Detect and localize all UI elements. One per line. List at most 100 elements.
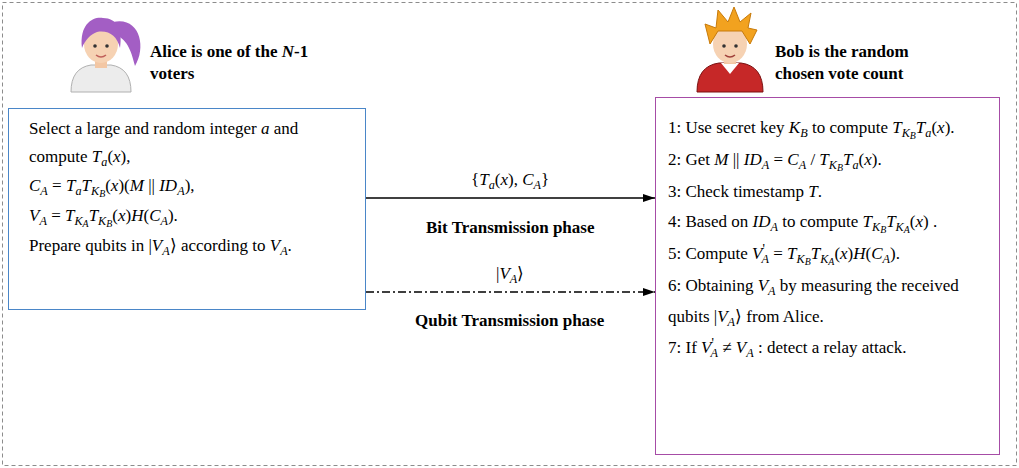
- text-run: =: [769, 244, 787, 263]
- text-run: =: [47, 206, 65, 225]
- text-run: ).: [168, 206, 178, 225]
- text-run: (: [866, 244, 872, 263]
- text-run: T: [787, 244, 796, 263]
- text-run: ⟩ according to: [170, 236, 270, 255]
- text-run: ⟩: [517, 264, 524, 283]
- text-run: ||: [144, 176, 159, 195]
- text-run: V: [499, 264, 509, 283]
- counter-caption: Bob is the random chosen vote count: [775, 41, 943, 85]
- text-run: V: [270, 236, 280, 255]
- text-run: K: [829, 158, 837, 172]
- text-run: K: [797, 252, 805, 266]
- step-text: Select a large and random integer a and …: [29, 115, 353, 172]
- text-run: C: [29, 176, 40, 195]
- text-run: 7: If: [668, 338, 701, 357]
- alice-avatar: [71, 18, 140, 92]
- text-run: T: [89, 206, 98, 225]
- text-run: B: [910, 130, 916, 141]
- text-run: ).: [872, 150, 882, 169]
- text-run: Bob is the random chosen vote count: [775, 42, 909, 83]
- message-label: |VA⟩: [494, 263, 526, 286]
- step-text: 3: Check timestamp T.: [668, 177, 987, 207]
- text-run: a: [852, 158, 858, 172]
- text-run: A: [160, 214, 167, 228]
- text-run: ||: [728, 150, 743, 169]
- text-run: T: [65, 206, 74, 225]
- text-run: ): [848, 244, 854, 263]
- text-run: .: [818, 182, 822, 201]
- text-run: V: [701, 338, 711, 357]
- text-run: }: [541, 170, 549, 189]
- text-run: K: [820, 252, 828, 266]
- text-run: (: [495, 170, 501, 189]
- text-run: A: [828, 256, 834, 267]
- text-run: ): [126, 206, 132, 225]
- step-text: Prepare qubits in |VA⟩ according to VA.: [29, 232, 353, 261]
- text-run: .: [288, 236, 292, 255]
- text-run: A: [768, 284, 775, 298]
- text-run: H: [853, 244, 865, 263]
- step-text: VA = TKATKB(x)H(CA).: [29, 202, 353, 232]
- text-run: V: [152, 236, 162, 255]
- text-run: T: [92, 147, 101, 166]
- text-run: a: [75, 184, 81, 198]
- step-text: 1: Use secret key KB to compute TKBTa(x)…: [668, 113, 987, 145]
- text-run: N: [282, 42, 294, 61]
- text-run: x: [937, 118, 945, 137]
- arrow-connector: [366, 291, 655, 292]
- text-run: B: [106, 218, 112, 229]
- avatar-eye: [722, 44, 726, 48]
- text-run: V: [29, 206, 39, 225]
- text-run: )(: [118, 176, 129, 195]
- step-text: 6: Obtaining VA by measuring the receive…: [668, 271, 987, 333]
- text-run: (: [112, 206, 118, 225]
- text-run: 2: Get: [668, 150, 714, 169]
- step-text: 5: Compute V'A = TKBTKA(x)H(CA).: [668, 239, 987, 271]
- text-run: T: [843, 150, 852, 169]
- text-run: a: [925, 126, 931, 140]
- outer-frame: [3, 3, 1017, 466]
- text-run: A: [177, 184, 184, 198]
- message-label: {Ta(x), CA}: [469, 169, 551, 192]
- text-run: B: [880, 224, 886, 235]
- text-run: C: [149, 206, 160, 225]
- text-run: x: [840, 244, 848, 263]
- text-run: : detect a relay attack.: [754, 338, 907, 357]
- text-run: |: [496, 264, 499, 283]
- text-run: T: [66, 176, 75, 195]
- avatar-mouth: [725, 55, 735, 57]
- text-run: ),: [185, 176, 195, 195]
- text-run: (: [105, 176, 111, 195]
- text-run: a: [101, 155, 107, 169]
- text-run: M: [130, 176, 144, 195]
- step-text: 4: Based on IDA to compute TKBTKA(x) .: [668, 207, 987, 239]
- text-run: A: [770, 220, 777, 234]
- text-run: /: [806, 150, 819, 169]
- text-run: A: [710, 346, 717, 360]
- text-run: K: [872, 220, 880, 234]
- text-run: T: [916, 118, 925, 137]
- text-run: A: [904, 224, 910, 235]
- avatar-eye: [105, 44, 109, 48]
- text-run: (: [143, 206, 149, 225]
- bob-avatar: [697, 7, 763, 92]
- avatar-eye: [734, 44, 738, 48]
- text-run: ),: [508, 170, 522, 189]
- text-run: C: [787, 150, 798, 169]
- text-run: B: [800, 126, 807, 140]
- text-run: T: [819, 150, 828, 169]
- text-run: x: [113, 147, 121, 166]
- text-run: T: [811, 244, 820, 263]
- text-run: A: [280, 244, 287, 258]
- text-run: H: [131, 206, 143, 225]
- voter-box: Select a large and random integer a and …: [8, 108, 366, 310]
- text-run: x: [111, 176, 119, 195]
- text-run: 4: Based on: [668, 212, 753, 231]
- avatar-eye: [93, 44, 97, 48]
- text-run: to compute: [808, 118, 893, 137]
- text-run: x: [915, 212, 923, 231]
- text-run: (: [834, 244, 840, 263]
- text-run: K: [896, 220, 904, 234]
- text-run: Select a large and random integer: [29, 119, 261, 138]
